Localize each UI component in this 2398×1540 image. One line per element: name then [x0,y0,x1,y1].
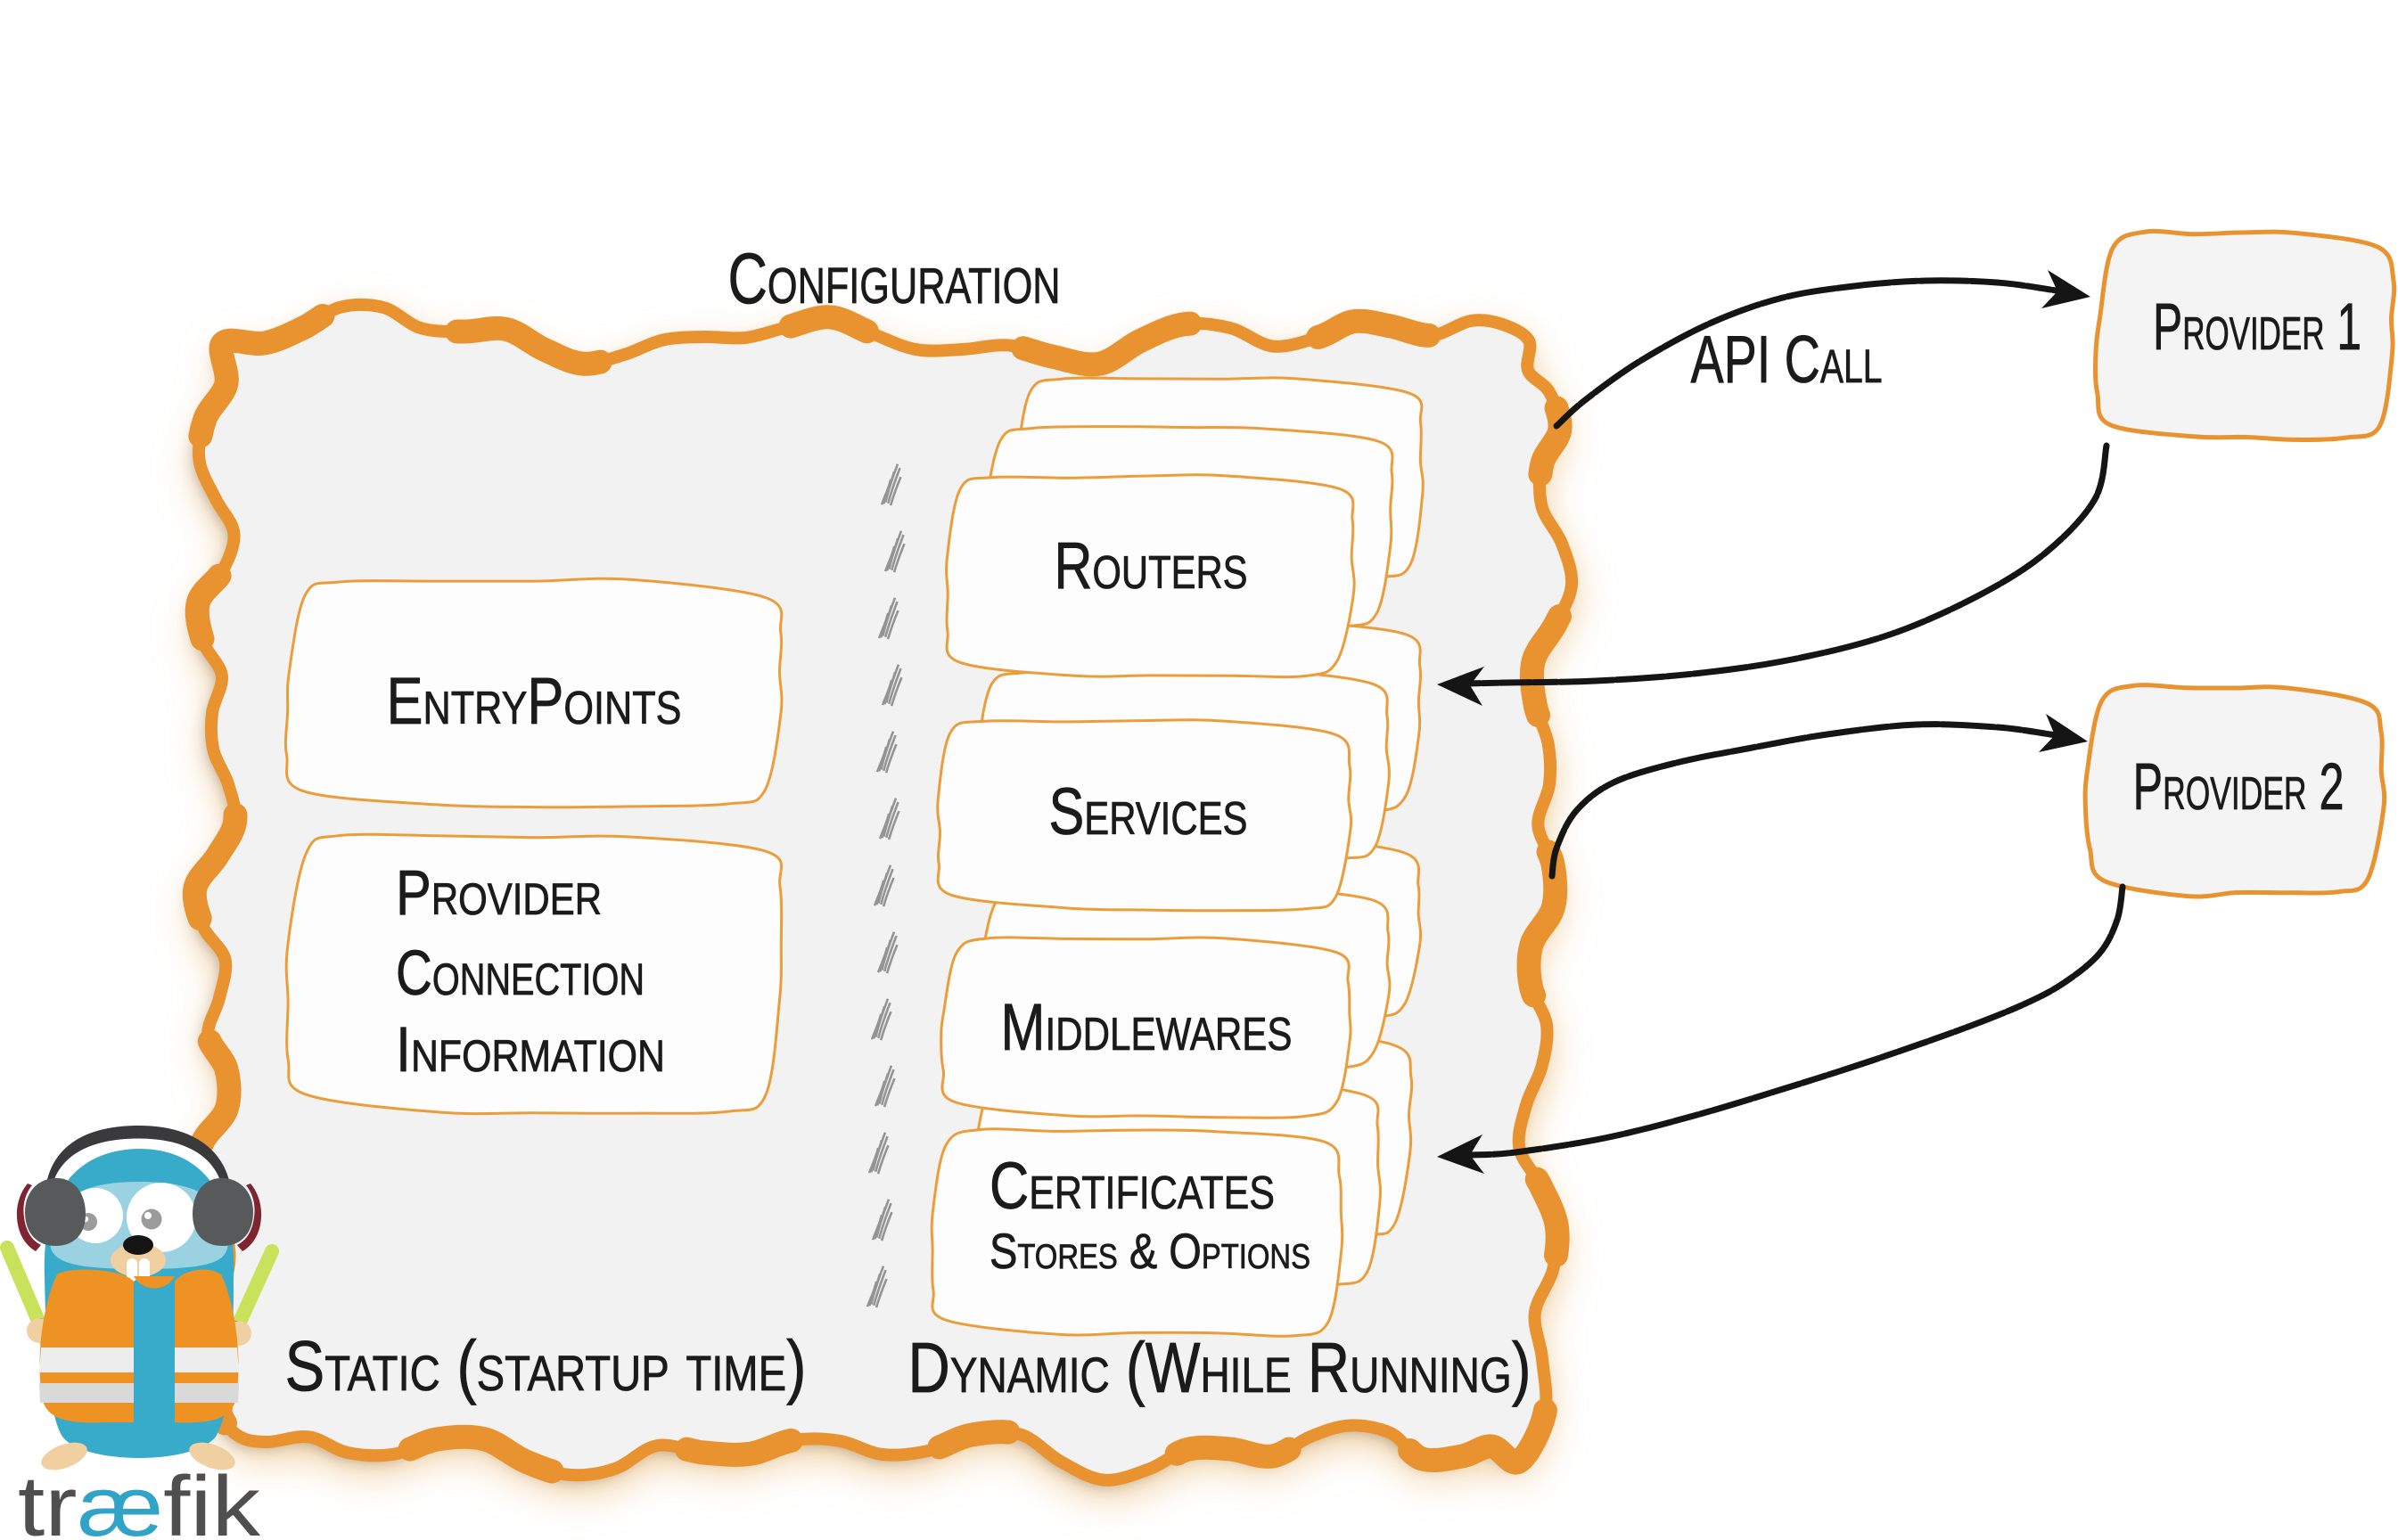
svg-text:Information: Information [396,1015,665,1085]
svg-text:Dynamic (While Running): Dynamic (While Running) [908,1328,1532,1407]
svg-text:EntryPoints: EntryPoints [387,664,682,738]
svg-text:Services: Services [1049,774,1248,848]
svg-text:Connection: Connection [396,938,645,1009]
svg-text:Configuration: Configuration [728,239,1061,319]
svg-text:Provider: Provider [396,858,602,929]
svg-text:Middlewares: Middlewares [1001,990,1293,1064]
svg-text:Provider 2: Provider 2 [2133,750,2345,823]
svg-text:Stores & Options: Stores & Options [990,1223,1310,1279]
svg-text:Static (startup time): Static (startup time) [285,1326,807,1405]
svg-text:API Call: API Call [1691,322,1883,397]
svg-text:Certificates: Certificates [990,1149,1275,1223]
svg-text:Provider 1: Provider 1 [2153,290,2361,364]
svg-text:Routers: Routers [1055,528,1248,602]
